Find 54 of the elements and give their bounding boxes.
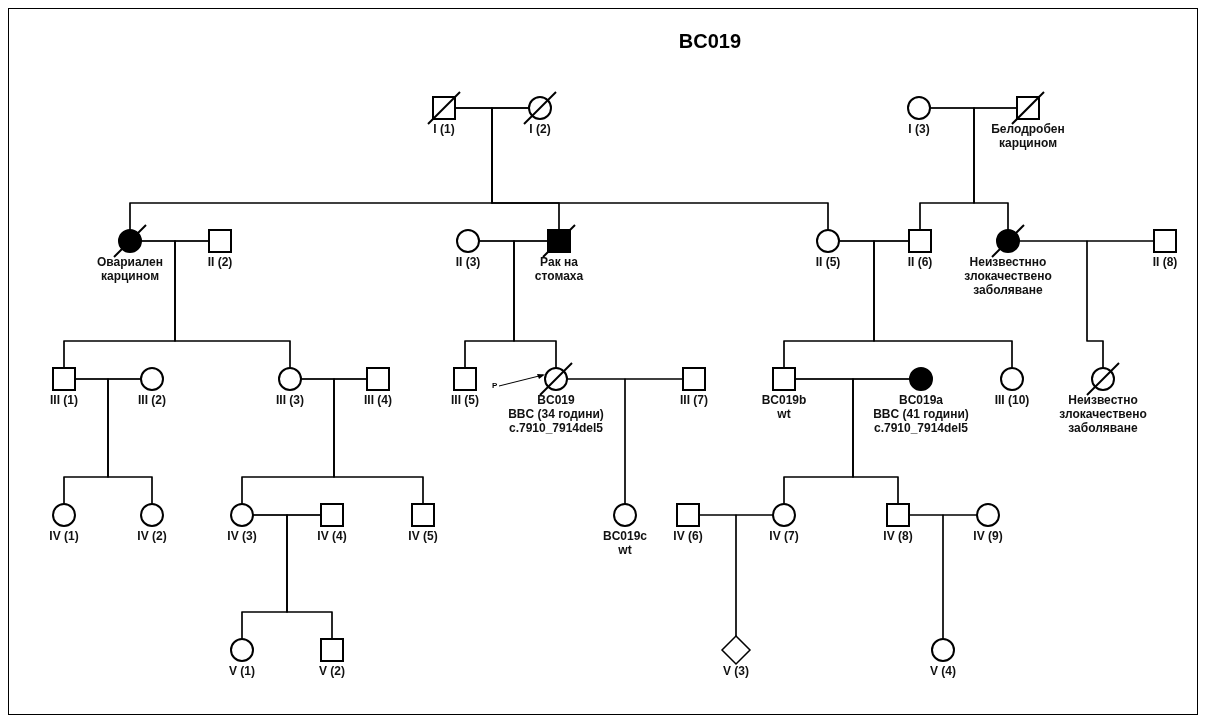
individual-label: IV (1): [49, 529, 79, 543]
individual-label: II (3): [455, 255, 481, 269]
individual-label: Белодробен карцином: [990, 122, 1066, 150]
diagram-title: BC019: [677, 30, 743, 53]
individual-label: Неизвестно злокачествено заболяване: [1058, 393, 1148, 435]
individual-label: IV (5): [408, 529, 438, 543]
individual-label: IV (6): [673, 529, 703, 543]
individual-label: IV (7): [769, 529, 799, 543]
descent-line: [513, 240, 557, 369]
individual-label: IV (4): [317, 529, 347, 543]
individual-label: III (7): [680, 393, 708, 407]
individual-label: III (1): [50, 393, 78, 407]
descent-line: [1086, 240, 1155, 369]
individual-label: V (4): [930, 664, 956, 678]
individual-label: IV (8): [883, 529, 913, 543]
descent-line: [107, 378, 153, 505]
individual-label: II (2): [207, 255, 233, 269]
individual-label: wt: [777, 407, 791, 421]
individual-label: IV (9): [973, 529, 1003, 543]
individual-label: BBC (41 години) c.7910_7914del5: [872, 407, 970, 435]
descent-line: [852, 378, 911, 505]
descent-line: [624, 378, 684, 505]
individual-label: III (5): [451, 393, 479, 407]
individual-label: BBC (34 години) c.7910_7914del5: [507, 407, 605, 435]
individual-label: BC019c: [603, 529, 647, 543]
individual-label: Овариален карцином: [96, 255, 164, 283]
individual-label: BC019b: [761, 393, 807, 407]
individual-label: BC019a: [899, 393, 943, 407]
individual-label: IV (2): [137, 529, 167, 543]
individual-label: III (4): [364, 393, 392, 407]
descent-line: [873, 240, 1013, 369]
individual-label: I (3): [908, 122, 930, 136]
individual-label: Рак на стомаха: [533, 255, 585, 283]
descent-line: [973, 107, 1018, 231]
individual-label: III (3): [276, 393, 304, 407]
individual-label: V (3): [723, 664, 749, 678]
individual-label: Неизвестнно злокачествено заболяване: [963, 255, 1053, 297]
individual-label: III (10): [994, 393, 1030, 407]
individual-label: V (1): [229, 664, 255, 678]
descent-line: [286, 514, 333, 640]
descent-line: [942, 514, 978, 640]
descent-line: [174, 240, 291, 369]
individual-label: wt: [618, 543, 632, 557]
individual-label: III (2): [138, 393, 166, 407]
individual-label: BC019: [537, 393, 575, 407]
individual-label: II (8): [1152, 255, 1178, 269]
individual-label: V (2): [319, 664, 345, 678]
individual-label: II (6): [907, 255, 933, 269]
individual-label: II (5): [815, 255, 841, 269]
proband-marker: P: [492, 381, 498, 390]
individual-label: I (1): [433, 122, 455, 136]
descent-line: [333, 378, 424, 505]
individual-label: IV (3): [227, 529, 257, 543]
individual-label: I (2): [529, 122, 551, 136]
